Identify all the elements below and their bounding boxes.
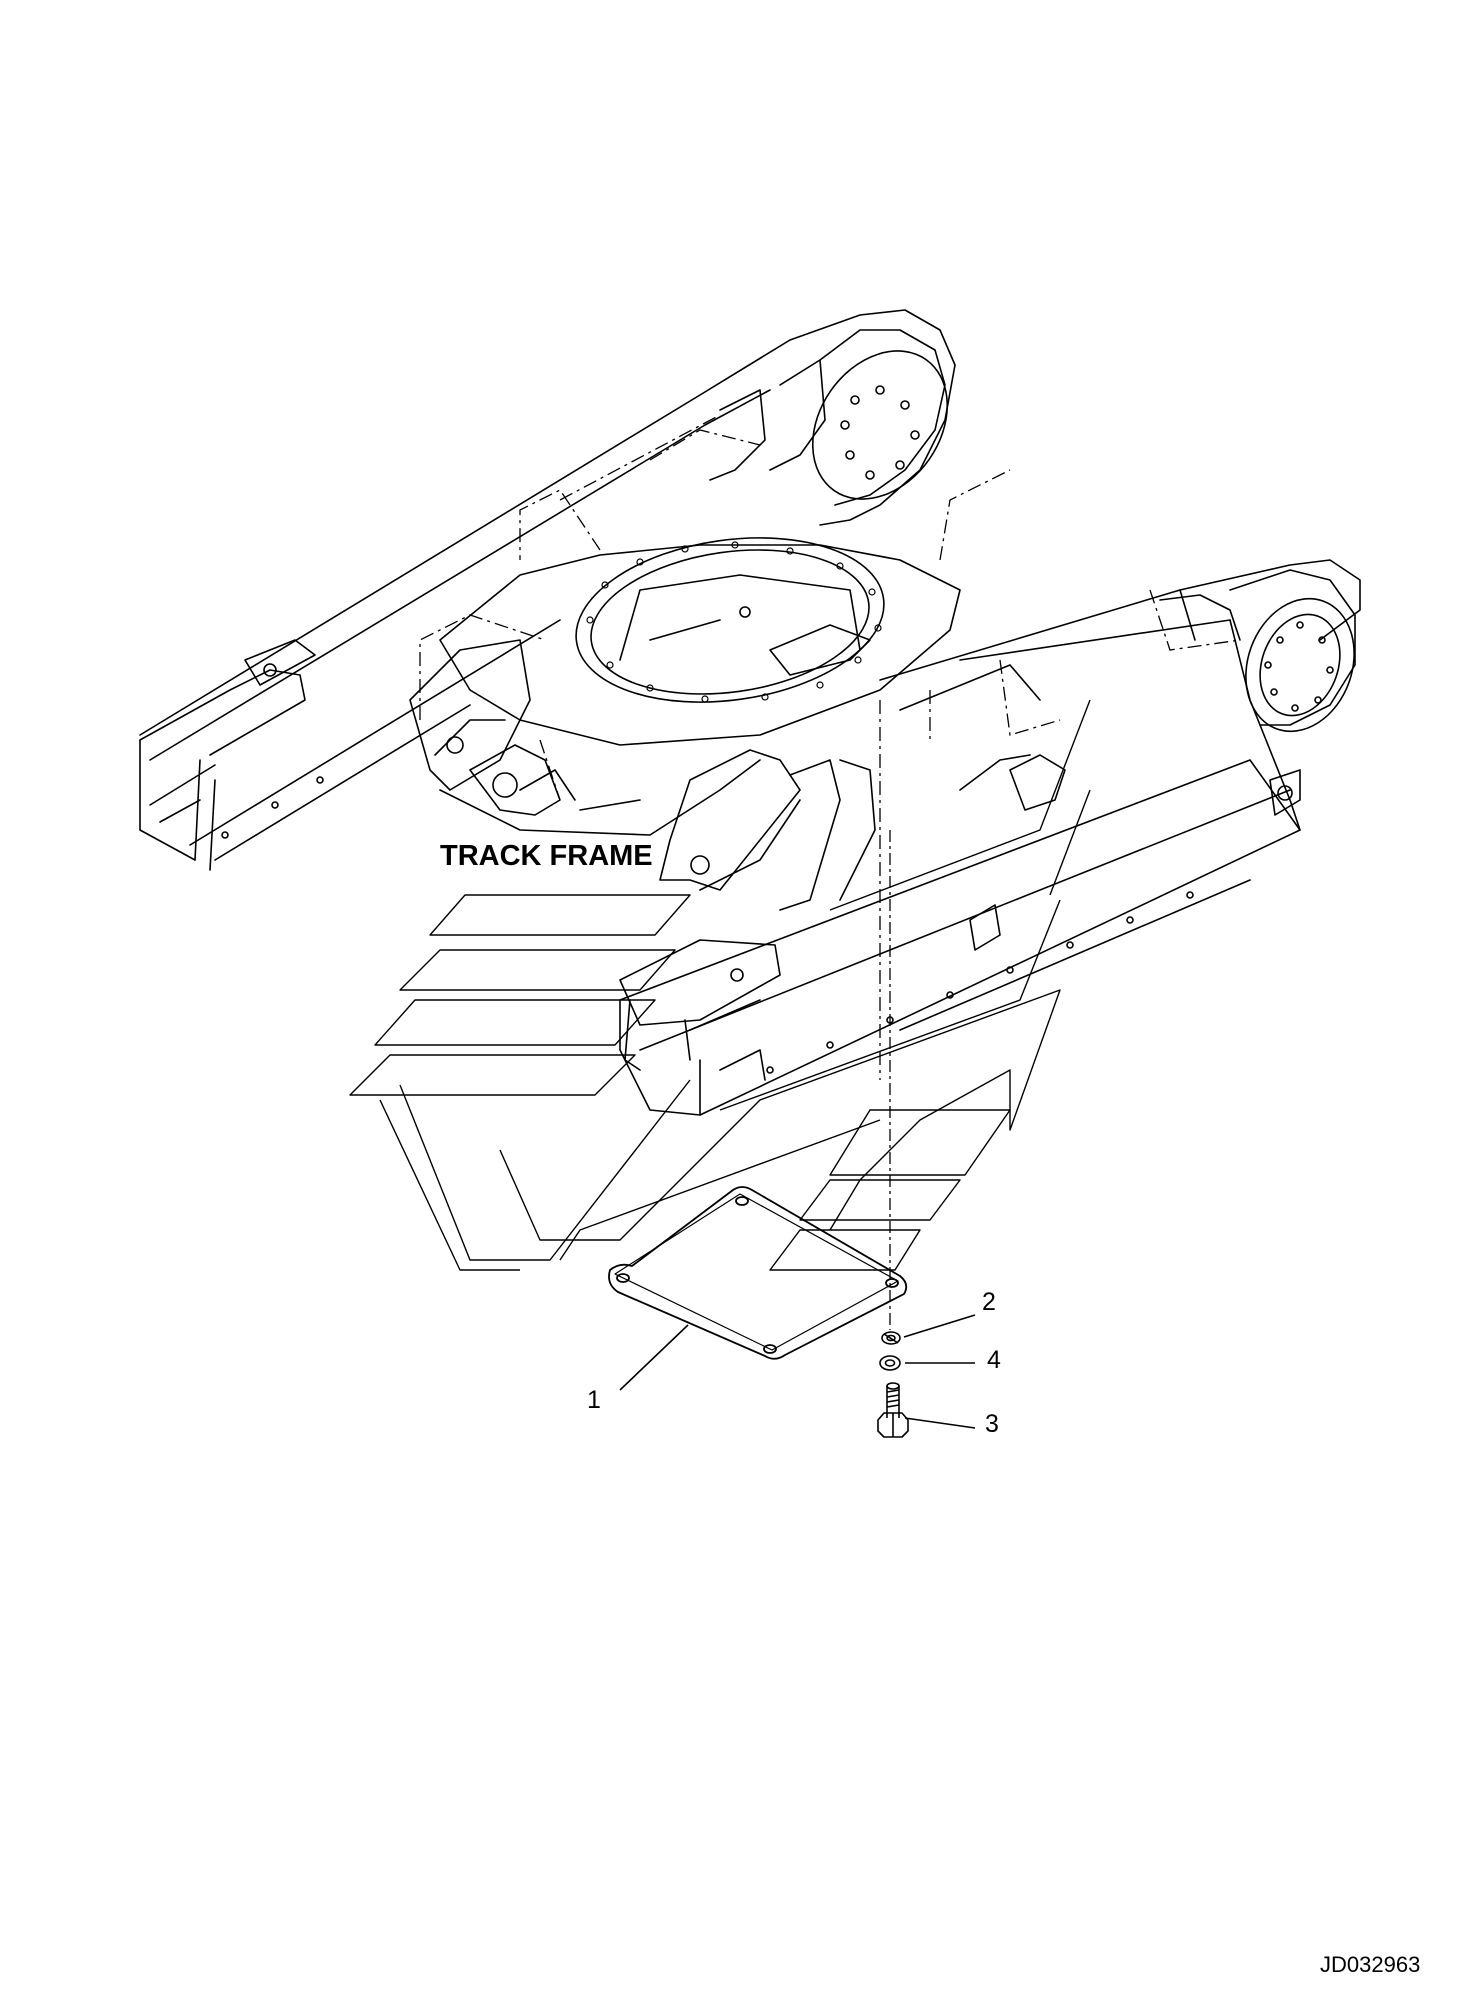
bolt-drawing [877,1382,909,1438]
track-frame-phantom-lines [419,414,1241,1080]
flat-washer-drawing [879,1355,901,1371]
callout-3: 3 [985,1410,999,1438]
callout-leaders [619,1314,976,1429]
callout-1: 1 [587,1386,601,1414]
track-frame-drawing [139,309,1361,1116]
callout-2: 2 [982,1288,996,1316]
background-graphic [349,699,1091,1271]
lock-washer-drawing [881,1331,901,1345]
callout-4: 4 [987,1346,1001,1374]
track-frame-label: TRACK FRAME [440,840,653,872]
document-id: JD032963 [1320,1952,1420,1977]
cover-plate-drawing [608,1186,908,1360]
